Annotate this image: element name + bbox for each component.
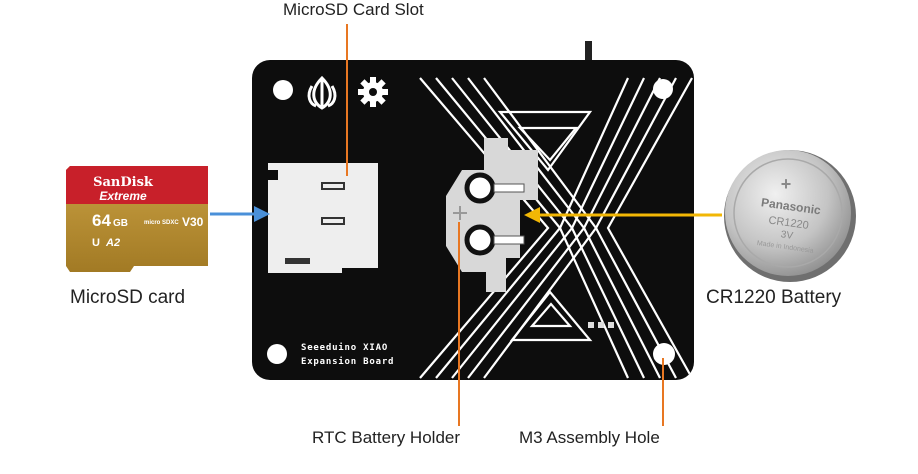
expansion-board: Seeeduino XIAO Expansion Board bbox=[252, 60, 694, 380]
label-cr1220-battery: CR1220 Battery bbox=[706, 287, 842, 308]
sd-line: Extreme bbox=[99, 189, 147, 203]
board-antenna bbox=[585, 41, 592, 65]
sd-capacity: 64 bbox=[92, 211, 111, 230]
sd-app-class: A2 bbox=[105, 237, 120, 249]
slot-insert-arrow bbox=[210, 206, 270, 222]
board-indicator-dot bbox=[608, 322, 614, 328]
battery-insert-arrow bbox=[524, 207, 722, 223]
sd-capacity-unit: GB bbox=[113, 218, 128, 229]
sd-brand: SanDisk bbox=[93, 175, 154, 190]
label-microsd-card: MicroSD card bbox=[70, 287, 186, 308]
x-pattern bbox=[419, 77, 693, 379]
cr1220-battery: + Panasonic CR1220 3V Made in Indonesia bbox=[724, 150, 856, 282]
microsd-card: SanDisk Extreme 64 GB micro SDXC V30 U A… bbox=[66, 166, 208, 272]
board-text-line2: Expansion Board bbox=[301, 356, 394, 367]
mounting-hole bbox=[273, 80, 293, 100]
mounting-hole bbox=[267, 344, 287, 364]
leaf-logo-icon bbox=[307, 75, 337, 110]
gear-logo-icon bbox=[358, 77, 388, 107]
label-rtc-battery-holder: RTC Battery Holder bbox=[312, 428, 461, 447]
board-indicator-dot bbox=[588, 322, 594, 328]
battery-model: CR1220 bbox=[768, 214, 810, 232]
board-indicator-dot bbox=[598, 322, 604, 328]
m3-assembly-hole bbox=[653, 343, 675, 365]
board-text-line1: Seeeduino XIAO bbox=[301, 342, 388, 353]
sd-sdxc-mark: micro SDXC bbox=[144, 220, 179, 226]
rtc-battery-holder bbox=[446, 138, 538, 292]
sd-speed-class: V30 bbox=[182, 215, 204, 229]
label-microsd-card-slot: MicroSD Card Slot bbox=[283, 0, 424, 19]
sd-uhs-mark: U bbox=[92, 237, 100, 249]
battery-voltage: 3V bbox=[780, 229, 794, 242]
microsd-card-slot bbox=[268, 163, 378, 273]
mounting-hole bbox=[653, 79, 673, 99]
battery-polarity: + bbox=[781, 174, 792, 194]
label-m3-assembly-hole: M3 Assembly Hole bbox=[519, 428, 660, 447]
